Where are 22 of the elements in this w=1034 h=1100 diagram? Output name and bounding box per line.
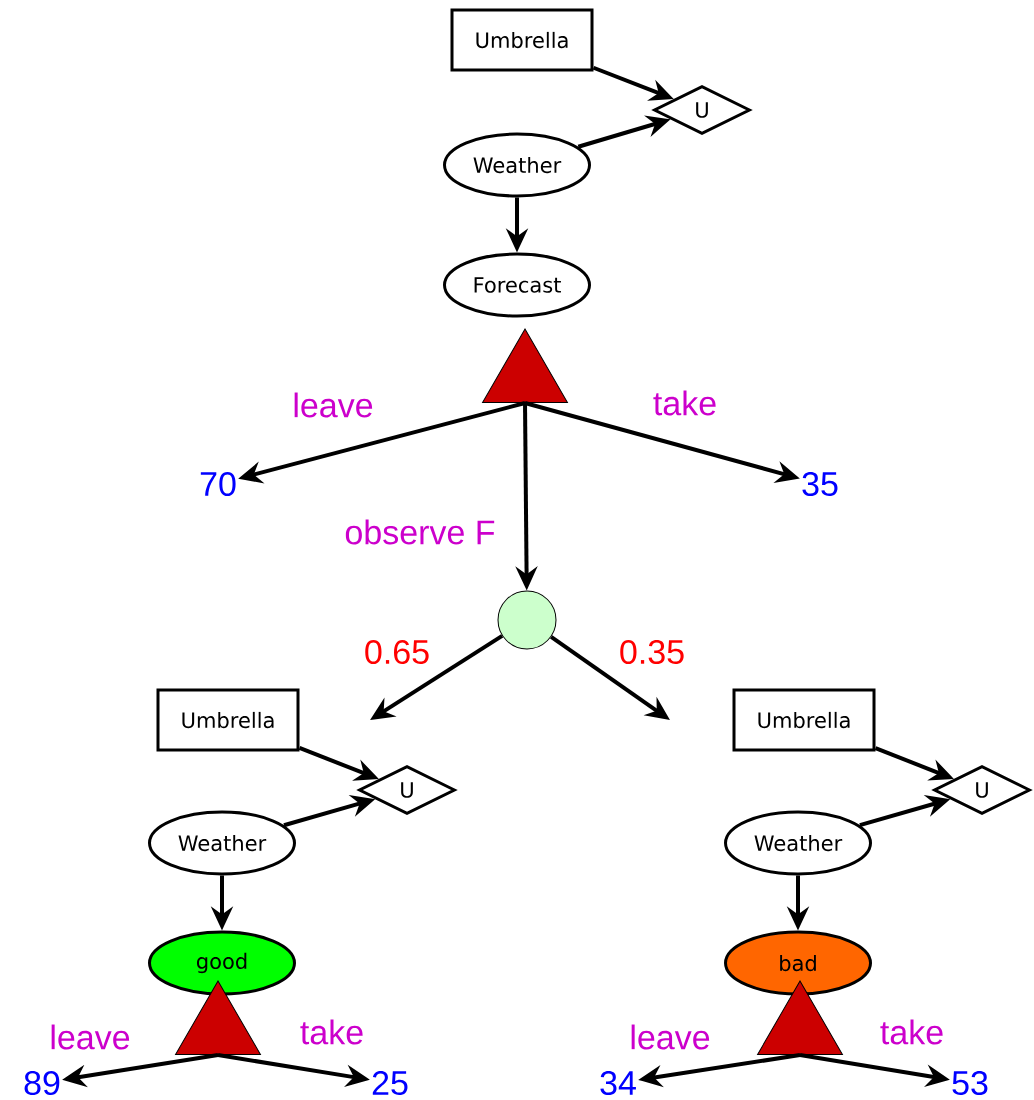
decision-triangle xyxy=(482,328,568,403)
payoff-value: 34 xyxy=(600,1070,636,1096)
payoff-value: 35 xyxy=(802,471,838,497)
decision-box: Umbrella xyxy=(450,8,594,72)
decision-box: Umbrella xyxy=(156,688,300,752)
edge-label: observe F xyxy=(343,518,497,546)
decision-box: Umbrella xyxy=(732,688,876,752)
edge-label: leave xyxy=(291,391,375,419)
chance-circle xyxy=(497,590,557,650)
edge-label: take xyxy=(298,1018,366,1046)
edge-label: leave xyxy=(48,1023,132,1051)
edge-label: take xyxy=(651,389,719,417)
payoff-value: 25 xyxy=(372,1070,408,1096)
edge-label: 0.35 xyxy=(617,638,687,666)
edge-label: 0.65 xyxy=(362,638,432,666)
payoff-value: 53 xyxy=(952,1070,988,1096)
decision-triangle xyxy=(757,980,843,1055)
edge-label: take xyxy=(878,1018,946,1046)
payoff-value: 70 xyxy=(200,471,236,497)
payoff-value: 89 xyxy=(24,1070,60,1096)
decision-triangle xyxy=(175,980,261,1055)
edge-label: leave xyxy=(628,1023,712,1051)
